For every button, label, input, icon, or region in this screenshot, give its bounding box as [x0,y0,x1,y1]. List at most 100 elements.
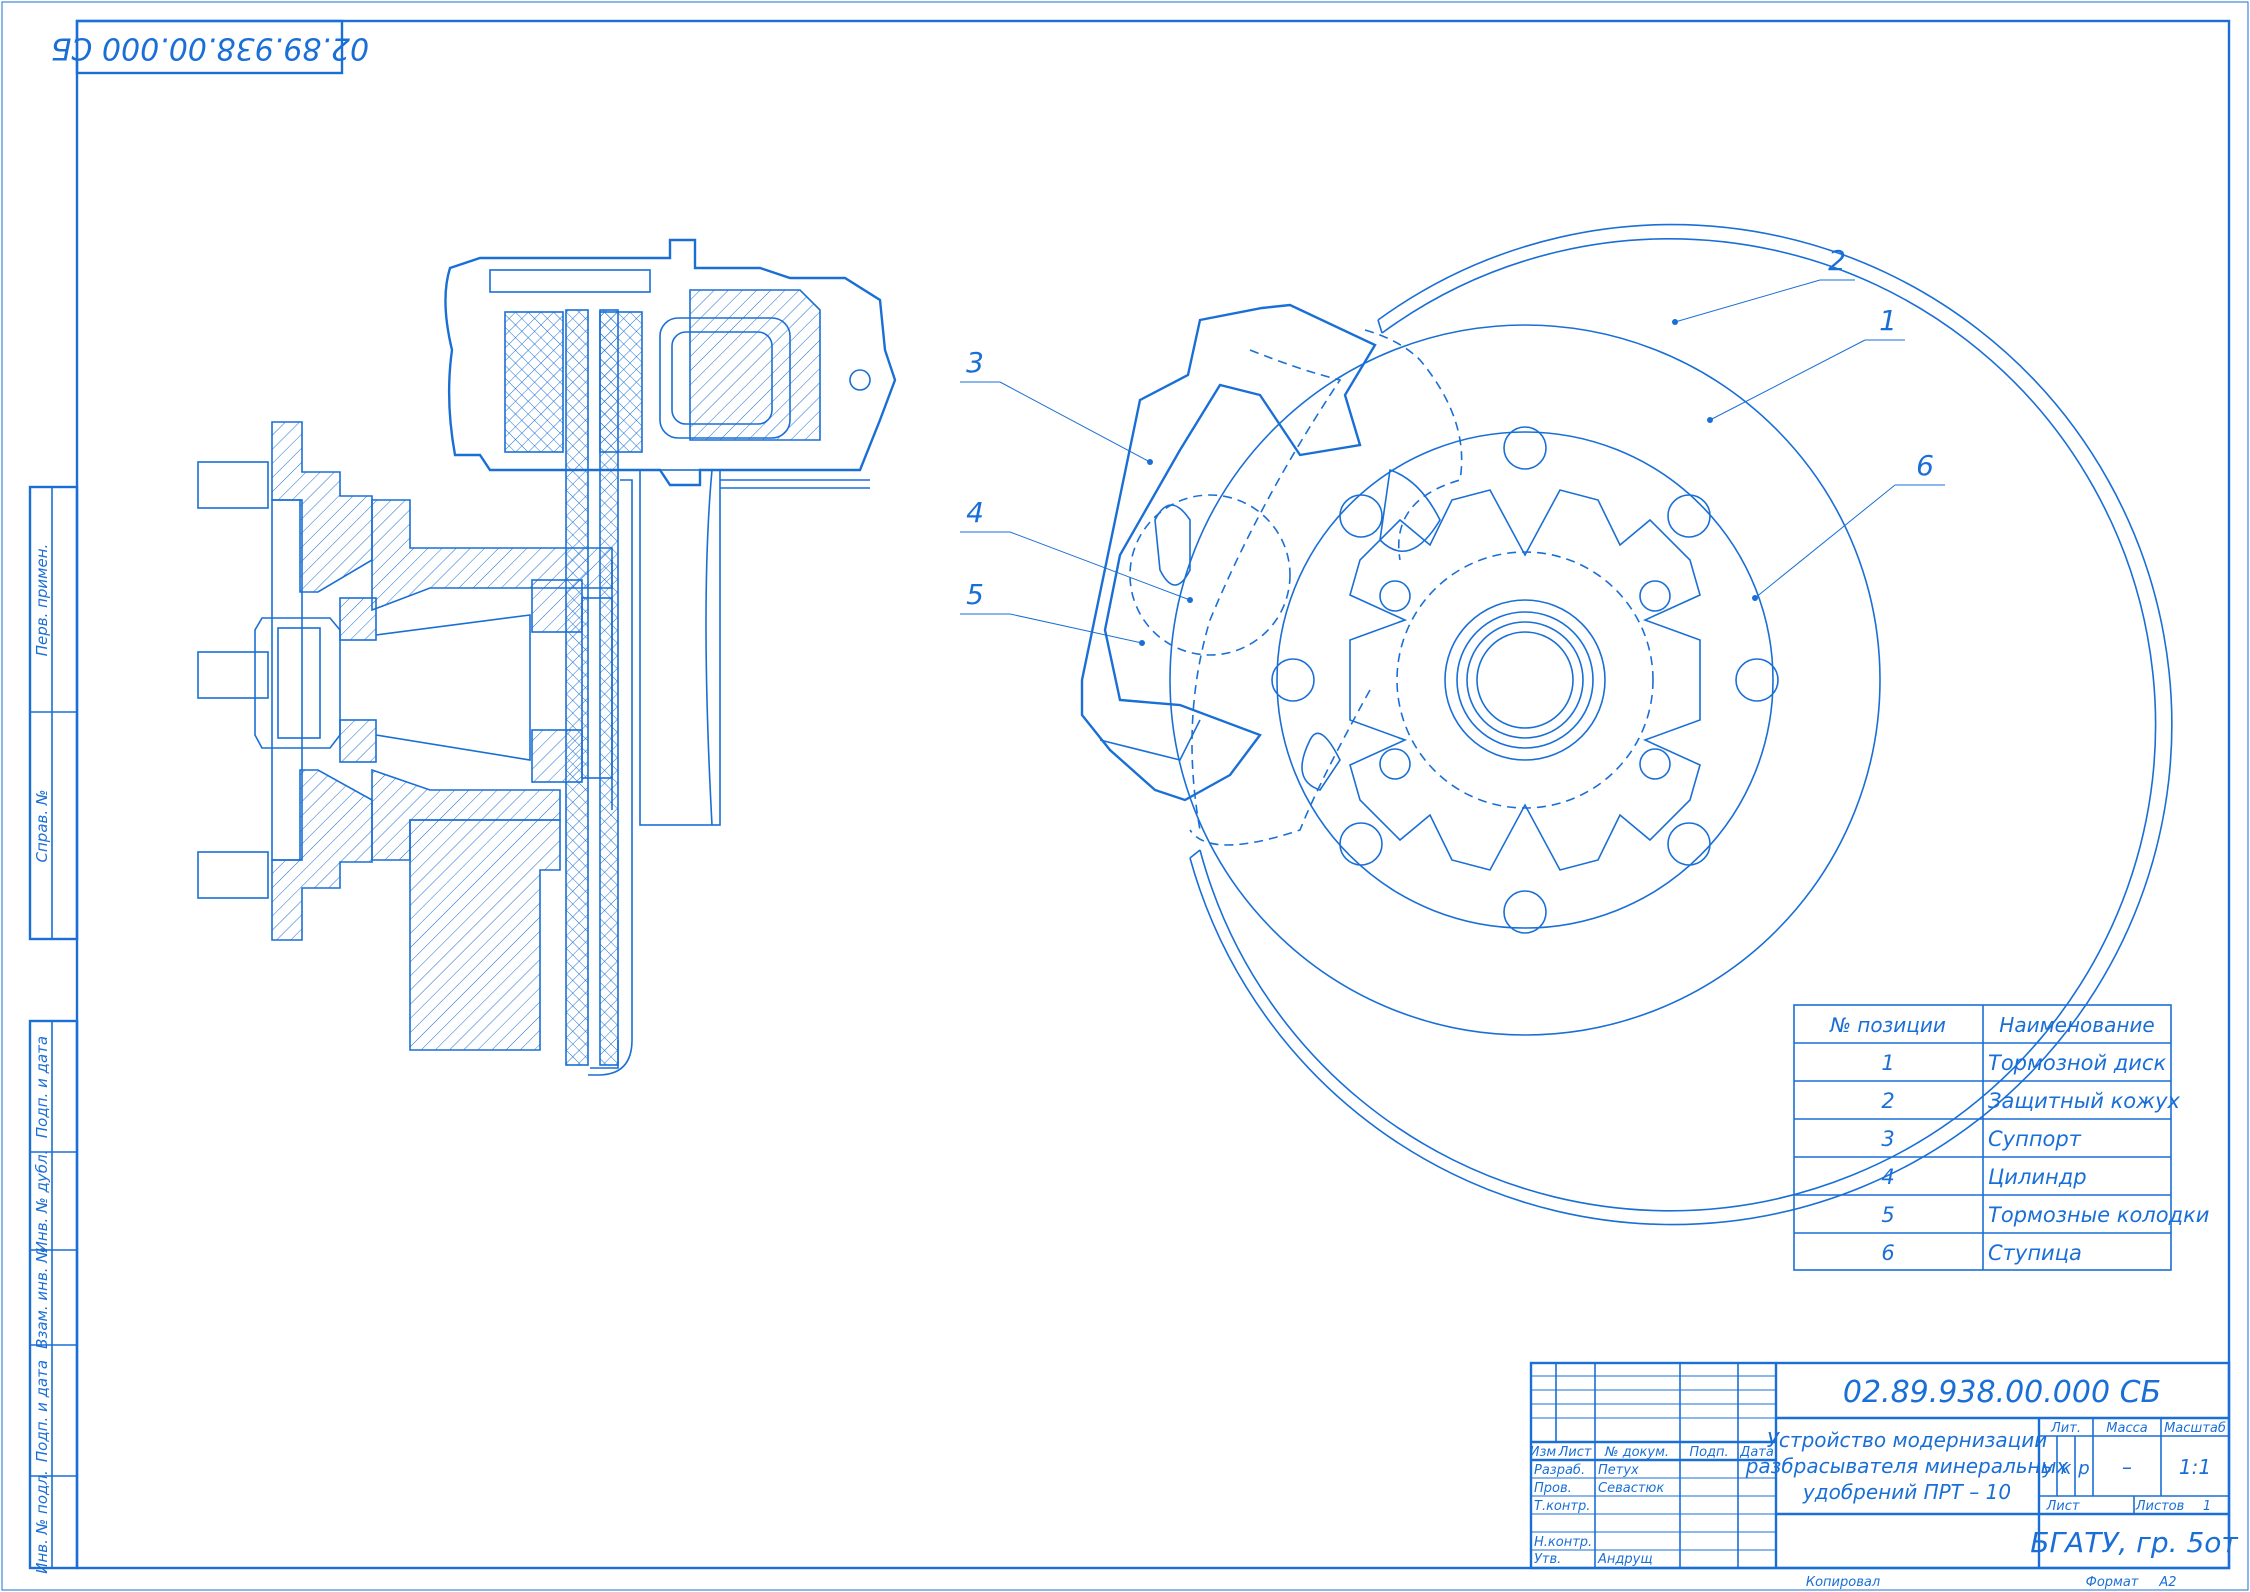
piston-inner [671,331,773,425]
side-label-perv: Перв. примен. [33,544,51,657]
organization: БГАТУ, гр. 5от [2030,1526,2238,1559]
parts-pos-3: 3 [1881,1127,1894,1151]
title-line-1: Устройство модернизации [1767,1428,2048,1452]
parts-header-name: Наименование [1999,1013,2154,1037]
stud-bottom [197,851,269,899]
side-label-sprav: Справ. № [33,790,51,863]
brake-disc-outline [1169,324,1881,1036]
name-razrab: Петух [1598,1463,1639,1478]
hub-center-ring-2 [1456,611,1594,749]
name-utv: Андрущ [1597,1552,1653,1567]
hdr-sign: Подп. [1689,1445,1728,1460]
axle-spindle [375,614,531,761]
side-label-inv-podl: Инв. № подл. [33,1470,51,1573]
role-tkontr: Т.контр. [1534,1499,1590,1514]
copied-label: Копировал [1806,1575,1880,1590]
callout-3: 3 [966,346,984,379]
inner-bearing-top [339,597,377,641]
callout-1: 1 [1879,304,1897,337]
caliper-body [444,238,897,487]
caliper-housing [689,289,821,441]
caliper-bracket [639,469,721,826]
parts-name-6: Ступица [1988,1241,2082,1265]
hdr-date: Дата [1739,1445,1774,1460]
title-line-3: удобрений ПРТ – 10 [1802,1480,2011,1504]
format-value: А2 [2158,1575,2176,1590]
caliper-lug [1379,468,1441,552]
scale-label: Масштаб [2164,1421,2226,1436]
hdr-doc: № докум. [1604,1445,1669,1460]
axle-nut [254,617,341,749]
role-razrab: Разраб. [1534,1463,1585,1478]
lit-value-2: к [2061,1458,2072,1479]
section-view [197,238,897,1076]
bleed-hole [849,369,871,391]
brake-disc-section-a [565,309,589,1066]
callout-6: 6 [1916,449,1934,482]
side-label-inv-dubl: Инв. № дубл. [33,1150,51,1253]
hub-flange-web [271,499,303,861]
parts-pos-2: 2 [1881,1089,1894,1113]
lit-label: Лит. [2050,1421,2081,1436]
hub-flange-top [271,421,373,593]
stud-top [197,461,269,509]
cylinder-window [1154,504,1191,586]
hub-outline [1276,431,1774,929]
callout-4: 4 [966,496,984,529]
hub-bolt-holes [1379,580,1671,780]
disc-rim [590,1040,619,1069]
caliper-guide-pin [489,269,651,293]
parts-header-pos: № позиции [1829,1013,1946,1037]
lit-value-1: у [2042,1458,2054,1479]
pad-dashed-lower [1189,689,1371,846]
hdr-list: Лист [1558,1445,1592,1460]
name-prov: Севастюк [1598,1481,1664,1496]
parts-name-3: Суппорт [1988,1127,2082,1151]
side-label-vzam: Взам. инв. № [33,1247,51,1349]
role-utv: Утв. [1534,1552,1561,1567]
side-label-podp1: Подп. и дата [33,1036,51,1138]
disc-bolt-holes [1271,426,1779,934]
caliper-lug-lower [1301,732,1341,791]
title-block: 02.89.938.00.000 СБ Устройство модерниза… [1530,1361,2238,1570]
title-line-2: разбрасывателя минеральных [1745,1454,2069,1478]
parts-name-5: Тормозные колодки [1988,1203,2209,1227]
sheet-label: Лист [2046,1499,2080,1514]
brake-pad-inner [599,311,643,453]
hub-star [1349,489,1701,871]
brake-pad-outer [504,311,564,453]
role-nkontr: Н.контр. [1534,1535,1592,1550]
hub-center-ring-1 [1444,599,1606,761]
parts-name-4: Цилиндр [1988,1165,2087,1189]
lit-value-3: р [2077,1458,2089,1479]
hub-center-bore [1476,631,1574,729]
pad-dashed-arc [1191,349,1342,831]
parts-pos-1: 1 [1881,1051,1894,1075]
role-prov: Пров. [1534,1481,1572,1496]
axle-nut-inner [277,627,321,739]
cylinder-dashed [1129,494,1291,656]
bolt-circle [1396,551,1654,809]
inner-bearing-bottom [339,719,377,763]
title-block-code: 02.89.938.00.000 СБ [1843,1375,2161,1410]
protective-cover-outer [1189,223,2173,1226]
leaders [960,279,1945,646]
stud-middle [197,651,269,699]
side-strip: Перв. примен. Справ. № Подп. и дата Инв.… [28,485,79,1574]
parts-pos-6: 6 [1881,1241,1894,1265]
side-label-podp2: Подп. и дата [33,1360,51,1462]
parts-pos-4: 4 [1881,1165,1894,1189]
mass-value: – [2122,1455,2132,1479]
front-view: 2 1 6 3 4 5 [960,223,2173,1226]
protective-cover-inner [1199,237,2157,1212]
format-label: Формат [2086,1575,2139,1590]
callout-2: 2 [1828,244,1846,277]
rotated-drawing-code: 02.89.938.00.000 СБ [51,31,369,66]
hub-lower-body [409,819,561,1051]
parts-name-2: Защитный кожух [1988,1089,2181,1113]
parts-table: № позиции Наименование 1 Тормозной диск … [1793,1004,2209,1271]
hub-center-ring-3 [1466,621,1584,739]
callout-5: 5 [966,578,984,611]
